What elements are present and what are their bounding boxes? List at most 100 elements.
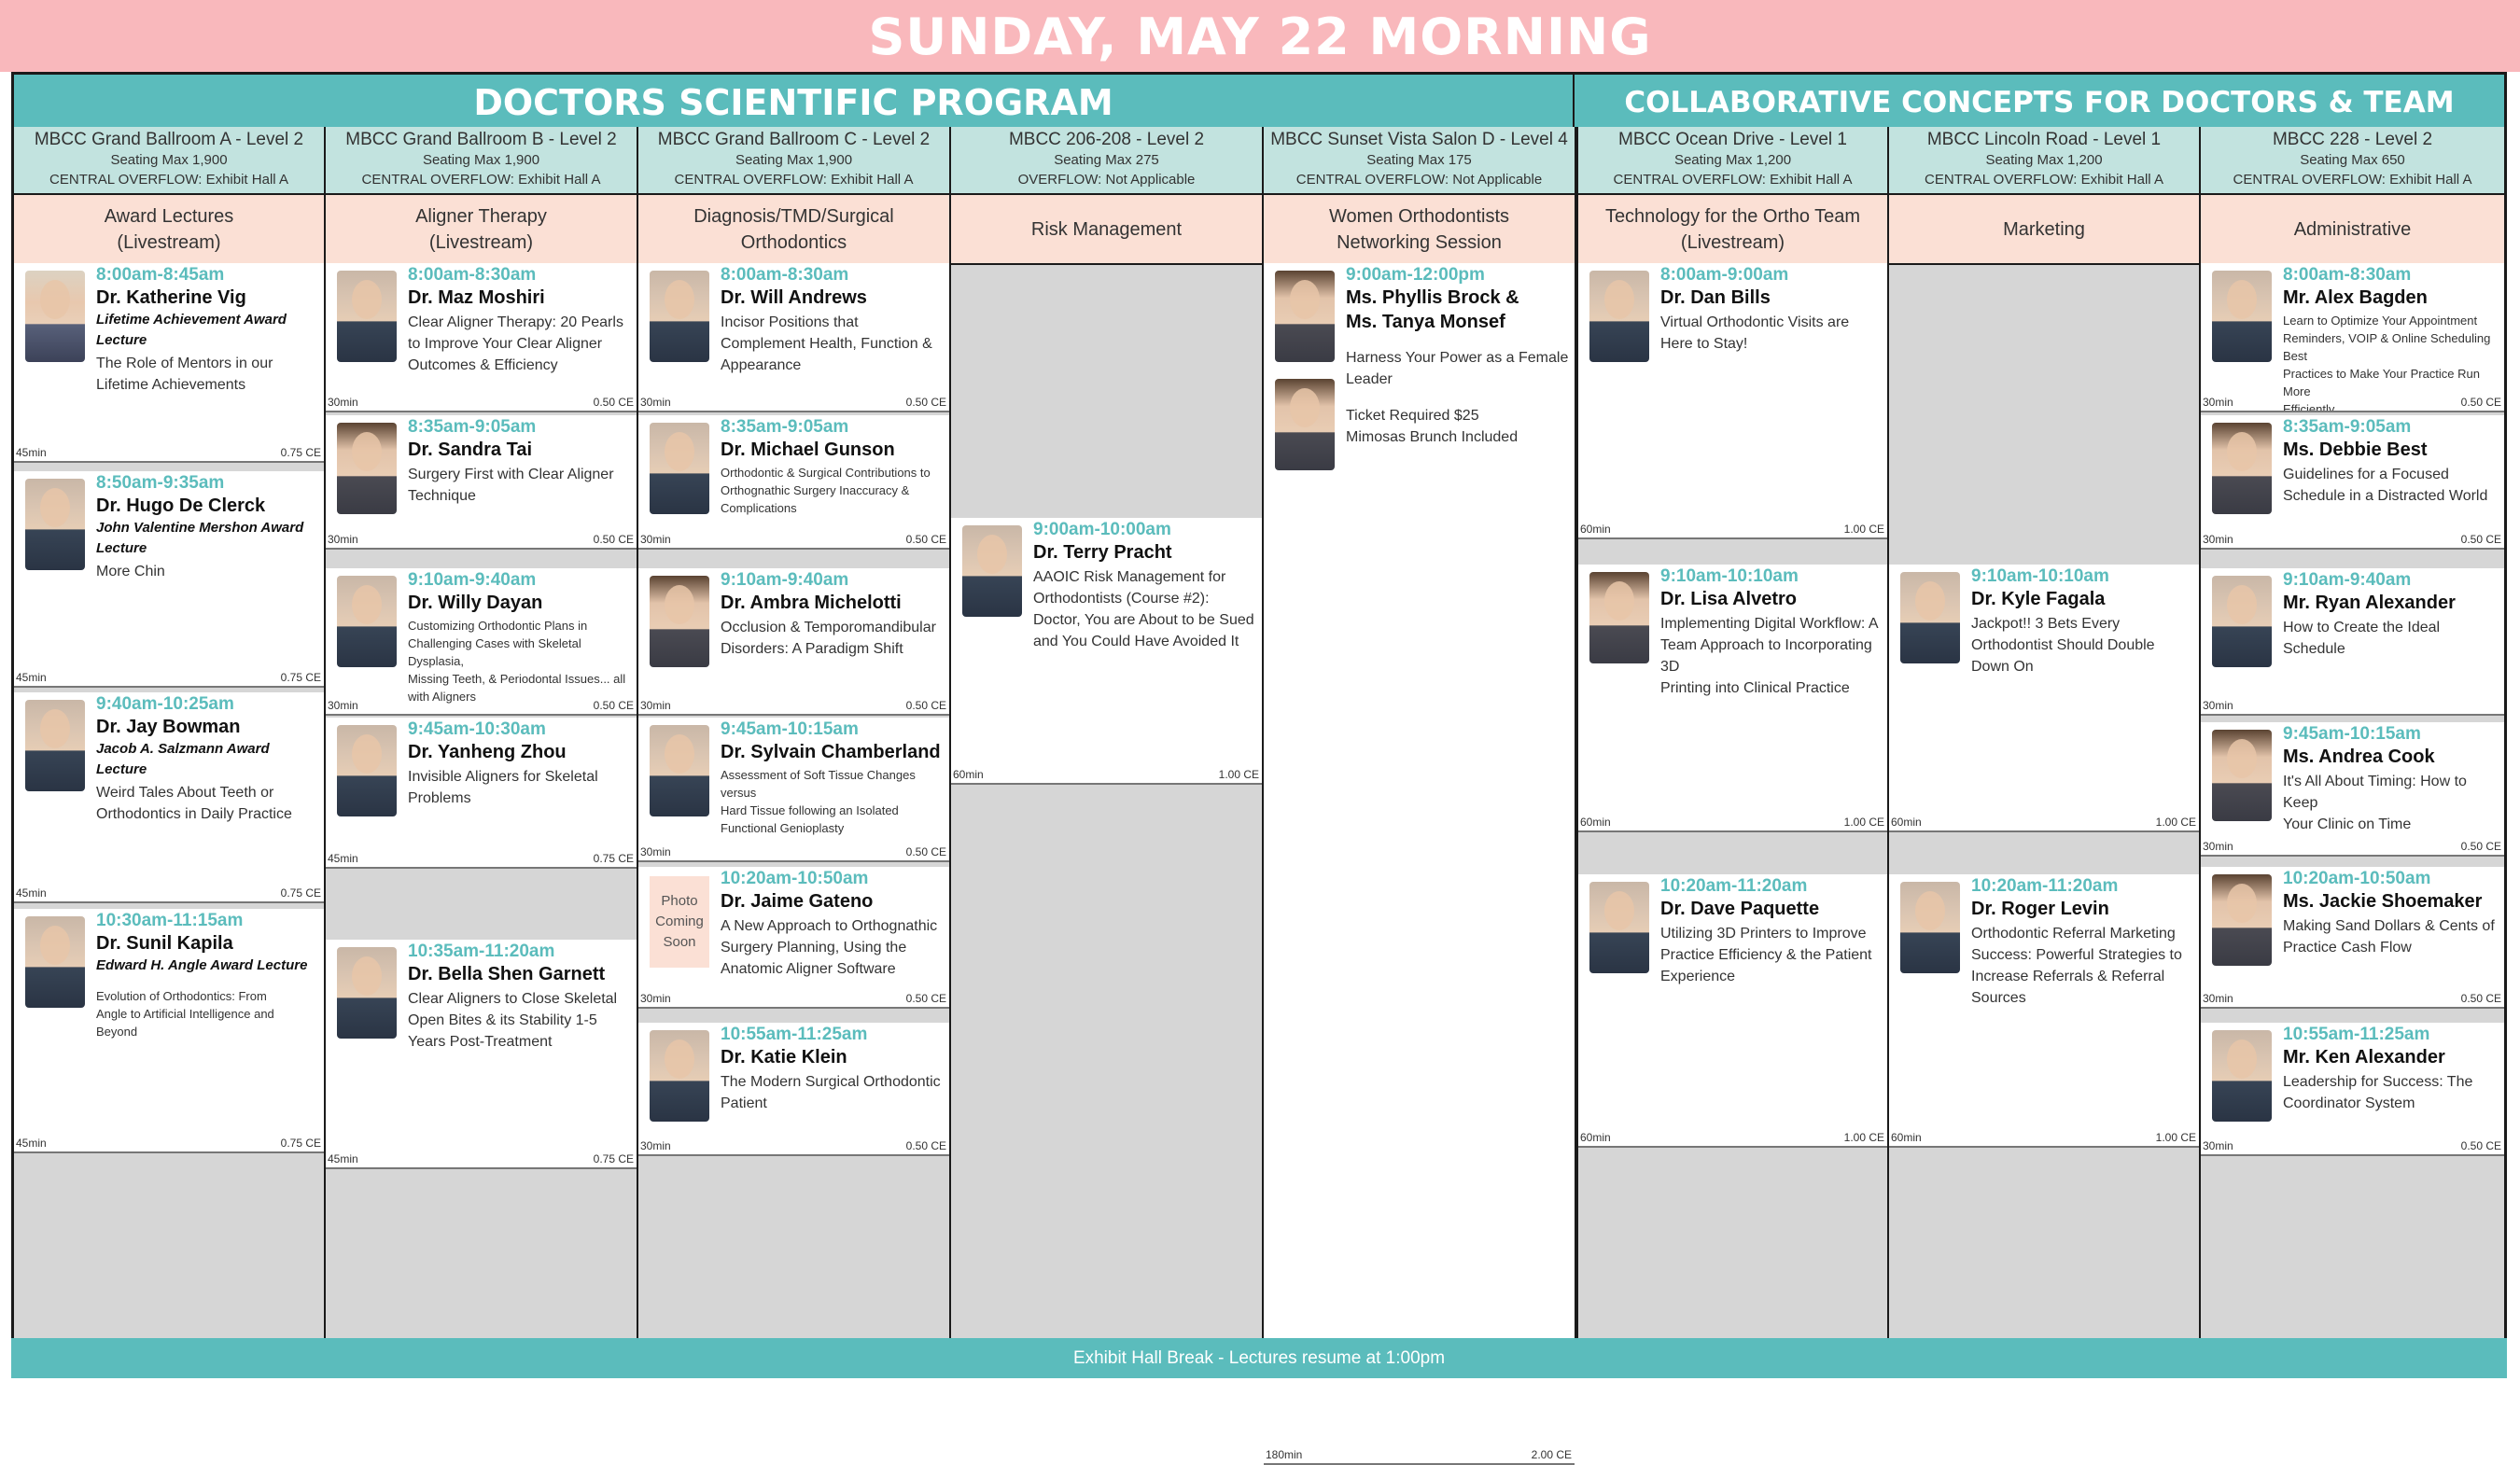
room-name: MBCC Grand Ballroom A - Level 2 <box>34 130 304 149</box>
session-time: 8:35am-9:05am <box>408 417 537 437</box>
session-duration: 30min <box>640 533 671 546</box>
session-time: 9:00am-10:00am <box>1033 520 1171 539</box>
speaker-photo <box>25 916 85 1008</box>
track-label: Award Lectures <box>104 205 234 227</box>
title-line: AAOIC Risk Management for <box>1033 569 1226 585</box>
speaker-photo <box>337 947 397 1039</box>
ce-credits: 0.75 CE <box>280 671 321 684</box>
title-line: Practice Efficiency & the Patient <box>1660 947 1872 963</box>
section-header-collaborative: COLLABORATIVE CONCEPTS FOR DOCTORS & TEA… <box>1575 72 2507 127</box>
speaker-photo <box>1589 572 1649 663</box>
session-time: 10:30am-11:15am <box>96 911 244 930</box>
track-header: Award Lectures(Livestream) <box>14 195 324 265</box>
track-header: Marketing <box>1889 195 2199 265</box>
session-duration: 30min <box>2203 840 2233 853</box>
title-line: Coordinator System <box>2283 1095 2415 1111</box>
title-line: Harness Your Power as a Female <box>1346 350 1569 366</box>
speaker-name: Dr. Jay Bowman <box>96 717 241 737</box>
track-label: Marketing <box>2003 218 2085 240</box>
speaker-photo <box>650 423 709 514</box>
speaker-name: Mr. Alex Bagden <box>2283 287 2428 308</box>
ce-credits: 0.50 CE <box>2460 1139 2501 1152</box>
session-duration: 60min <box>1891 816 1922 829</box>
ce-credits: 0.50 CE <box>905 699 946 712</box>
ce-credits: 0.50 CE <box>905 1139 946 1152</box>
room-seating: Seating Max 1,900 <box>735 152 853 168</box>
track-header: Diagnosis/TMD/Surgical Orthodontics <box>638 195 949 265</box>
room-overflow: CENTRAL OVERFLOW: Exhibit Hall A <box>361 172 601 188</box>
title-line: Practices to Make Your Practice Run More <box>2283 367 2480 398</box>
award-name: Lecture <box>96 761 147 777</box>
speaker-name: Dr. Sunil Kapila <box>96 933 233 954</box>
room-overflow: CENTRAL OVERFLOW: Exhibit Hall A <box>1925 172 2163 188</box>
speaker-name: Dr. Bella Shen Garnett <box>408 964 606 984</box>
title-line: The Modern Surgical Orthodontic <box>721 1074 941 1090</box>
room-overflow: CENTRAL OVERFLOW: Exhibit Hall A <box>1613 172 1853 188</box>
track-label: Administrative <box>2293 218 2412 240</box>
room-name: MBCC Sunset Vista Salon D - Level 4 <box>1270 130 1568 149</box>
title-line: Invisible Aligners for Skeletal <box>408 769 598 785</box>
speaker-photo <box>1275 271 1335 362</box>
session-duration: 45min <box>328 852 358 865</box>
title-line: Orthodontic Referral Marketing <box>1971 926 2176 942</box>
title-line: Appearance <box>721 357 802 373</box>
title-line: Guidelines for a Focused <box>2283 467 2449 482</box>
session-time: 10:20am-11:20am <box>1660 876 1808 896</box>
page-title: SUNDAY, MAY 22 MORNING <box>0 0 2520 72</box>
ce-credits: 0.50 CE <box>593 396 634 409</box>
track-label: Risk Management <box>1030 218 1183 240</box>
speaker-photo <box>650 1030 709 1122</box>
speaker-photo <box>2212 730 2272 821</box>
room-name: MBCC 228 - Level 2 <box>2272 130 2433 149</box>
ce-credits: 2.00 CE <box>1531 1448 1572 1461</box>
session-duration: 30min <box>2203 699 2233 712</box>
session-duration: 30min <box>328 699 358 712</box>
speaker-name: Mr. Ryan Alexander <box>2283 593 2456 613</box>
title-line: Occlusion & Temporomandibular <box>721 620 936 635</box>
session-time: 9:10am-9:40am <box>721 570 849 590</box>
title-line: Anatomic Aligner Software <box>721 961 896 977</box>
speaker-photo <box>1589 271 1649 362</box>
